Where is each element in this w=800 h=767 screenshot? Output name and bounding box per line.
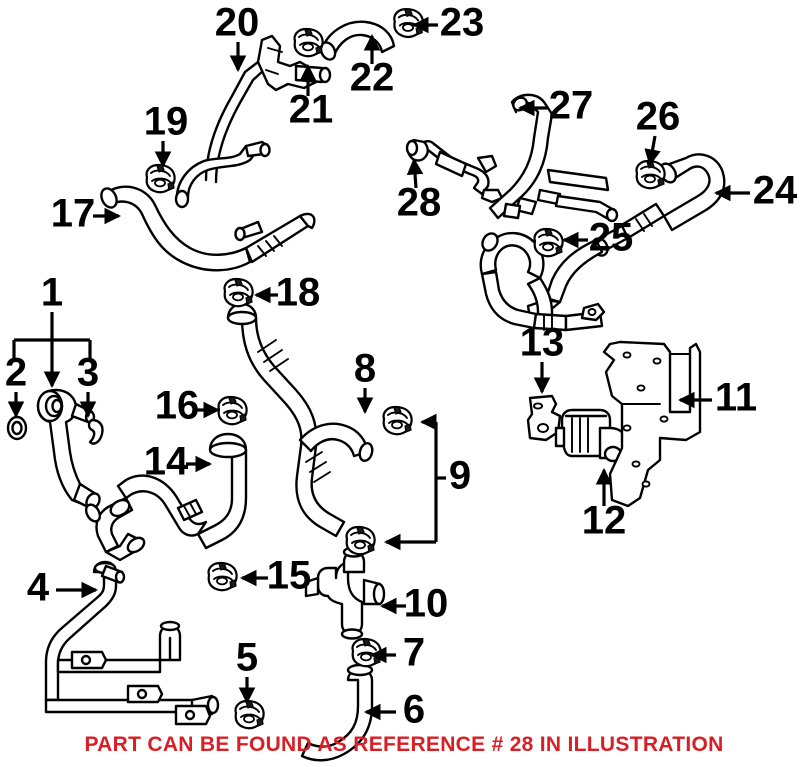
part-hose-branch-upper bbox=[174, 140, 271, 209]
callout-label-24: 24 bbox=[753, 169, 798, 213]
callout-label-12: 12 bbox=[582, 499, 627, 543]
callout-label-2: 2 bbox=[5, 351, 27, 395]
part-hose-lower-right bbox=[479, 231, 606, 332]
part-coolant-pipe-long bbox=[44, 560, 220, 726]
callout-labels: 1 2 3 4 5 6 7 8 9 10 11 12 13 14 15 16 1… bbox=[5, 1, 798, 732]
callout-label-10: 10 bbox=[404, 582, 449, 626]
leader-28 bbox=[406, 157, 424, 189]
clamp-15 bbox=[207, 561, 238, 592]
callout-label-13: 13 bbox=[520, 321, 565, 365]
clamp-26 bbox=[635, 159, 666, 190]
callout-label-5: 5 bbox=[236, 636, 258, 680]
clamp-18 bbox=[223, 277, 254, 308]
callout-label-25: 25 bbox=[589, 216, 634, 260]
callout-label-20: 20 bbox=[215, 1, 260, 45]
clamp-9-lower bbox=[345, 525, 376, 556]
part-coolant-hose-branch bbox=[226, 302, 374, 538]
clamp-25 bbox=[533, 227, 564, 258]
clamp-8-upper bbox=[382, 405, 413, 436]
callout-label-15: 15 bbox=[267, 554, 312, 598]
leader-9-bracket bbox=[383, 413, 446, 551]
callout-label-19: 19 bbox=[144, 100, 189, 144]
part-coolant-hose-short bbox=[319, 20, 396, 61]
clamp-19 bbox=[145, 163, 176, 194]
clamp-5 bbox=[234, 699, 265, 730]
callout-label-18: 18 bbox=[276, 271, 321, 315]
part-coolant-hose-right bbox=[526, 153, 726, 320]
callout-label-28: 28 bbox=[397, 181, 442, 225]
callout-label-17: 17 bbox=[51, 192, 96, 236]
callout-label-16: 16 bbox=[155, 384, 200, 428]
clamp-21 bbox=[293, 27, 324, 58]
callout-label-22: 22 bbox=[350, 56, 395, 100]
callout-label-7: 7 bbox=[403, 631, 425, 675]
callout-label-27: 27 bbox=[549, 84, 594, 128]
part-coolant-hose-y bbox=[84, 432, 248, 562]
callout-label-6: 6 bbox=[403, 688, 425, 732]
clamp-23 bbox=[393, 8, 425, 39]
clamp-7 bbox=[351, 637, 382, 668]
leader-1-bracket bbox=[12, 312, 92, 389]
part-coolant-line-small bbox=[405, 138, 504, 204]
callout-label-23: 23 bbox=[440, 1, 485, 45]
callout-label-1: 1 bbox=[41, 271, 63, 315]
reference-caption: PART CAN BE FOUND AS REFERENCE # 28 IN I… bbox=[84, 733, 723, 756]
callout-label-26: 26 bbox=[636, 95, 681, 139]
callout-label-14: 14 bbox=[144, 440, 189, 484]
callout-label-11: 11 bbox=[715, 376, 757, 420]
callout-label-3: 3 bbox=[77, 351, 99, 395]
leader-26 bbox=[644, 135, 661, 167]
clamp-16 bbox=[217, 395, 248, 426]
callout-label-9: 9 bbox=[449, 454, 471, 498]
part-coolant-connector-valve bbox=[304, 546, 386, 640]
part-coolant-hose-upper-left bbox=[100, 185, 316, 272]
callout-label-8: 8 bbox=[354, 347, 376, 391]
part-coolant-pump bbox=[554, 408, 628, 463]
part-mounting-bracket bbox=[602, 340, 702, 508]
callout-label-21: 21 bbox=[289, 88, 334, 132]
callout-label-4: 4 bbox=[27, 566, 50, 610]
part-small-bracket bbox=[526, 394, 562, 442]
